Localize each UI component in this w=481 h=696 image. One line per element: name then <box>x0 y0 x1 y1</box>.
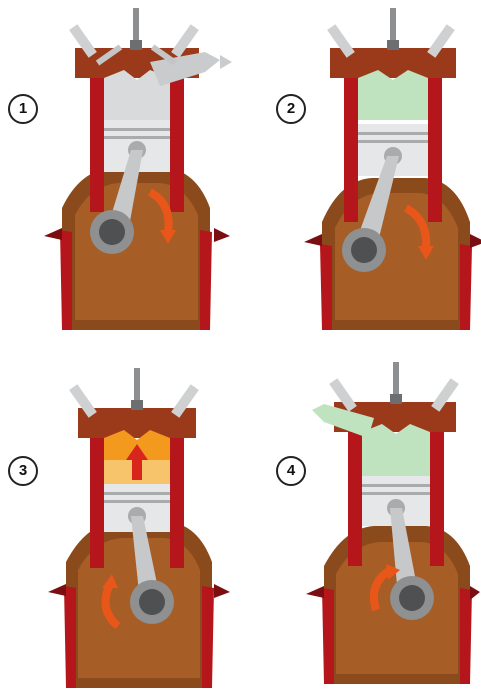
stroke-panel-2: 2 <box>240 0 480 348</box>
engine-cylinder-diagram-3 <box>0 348 240 696</box>
engine-cylinder-diagram-1 <box>0 0 240 348</box>
spark-plug-icon <box>131 368 143 410</box>
spark-plug-icon <box>387 8 399 50</box>
spark-plug-icon <box>130 8 142 50</box>
engine-cylinder-diagram-4 <box>240 348 480 696</box>
stroke-panel-4: 4 <box>240 348 480 696</box>
cylinder-wall-left <box>60 230 72 330</box>
engine-cylinder-diagram-2 <box>240 0 480 348</box>
stroke-panel-1: 1 <box>0 0 240 348</box>
spark-plug-icon <box>390 362 402 404</box>
stroke-panel-3: 3 <box>0 348 240 696</box>
